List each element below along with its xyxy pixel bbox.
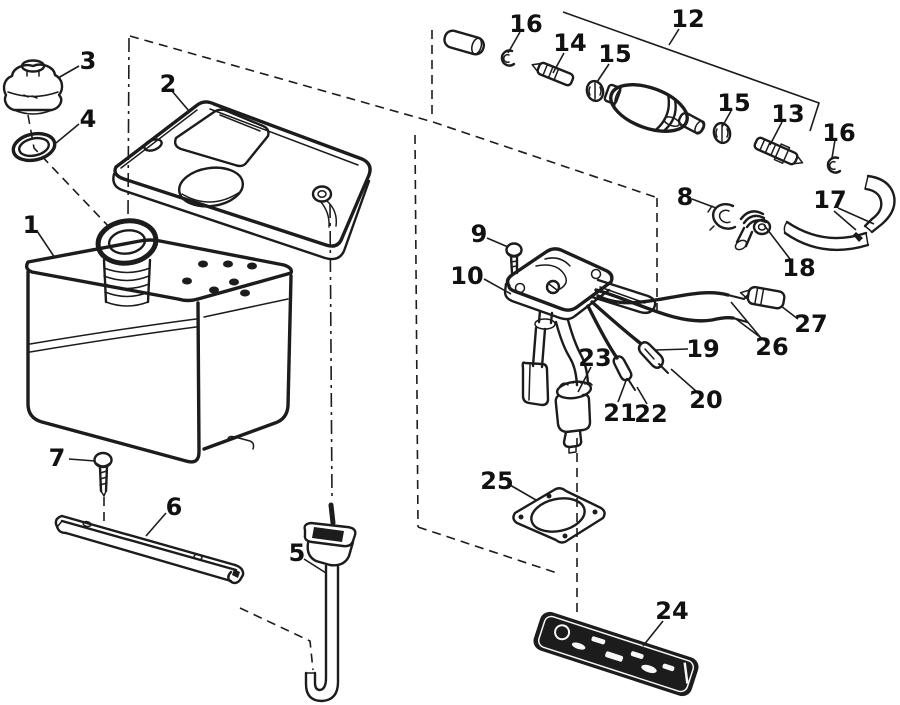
callout-9: 9: [471, 220, 488, 248]
callout-26: 26: [755, 333, 788, 361]
callout-23: 23: [578, 344, 611, 372]
fitting-14: [531, 61, 575, 87]
callout-21: 21: [603, 399, 636, 427]
callout-27: 27: [794, 310, 827, 338]
callout-15a: 15: [598, 40, 631, 68]
hoses: [783, 174, 896, 252]
sender-screw: [505, 242, 523, 275]
elbow-connector: [734, 210, 772, 251]
base-plate-decal: [533, 611, 699, 697]
pickup-tube: [303, 502, 357, 703]
callout-13: 13: [771, 100, 804, 128]
primer-bulb: [603, 83, 689, 133]
callout-10: 10: [450, 262, 483, 290]
retainer-clip-16b: [826, 156, 842, 174]
callout-17: 17: [813, 186, 846, 214]
callout-15b: 15: [717, 89, 750, 117]
callout-8: 8: [677, 183, 694, 211]
callout-6: 6: [166, 493, 183, 521]
cover-grommet-ring: [311, 185, 333, 203]
oil-tank: [24, 218, 294, 464]
callout-18: 18: [782, 254, 815, 282]
callout-12: 12: [671, 5, 704, 33]
mounting-bracket: [54, 514, 245, 585]
callout-16b: 16: [822, 119, 855, 147]
construction-lines: [27, 30, 659, 671]
retainer-clip-16a: [500, 49, 516, 67]
tank-cover: [112, 100, 372, 261]
callout-14: 14: [553, 29, 586, 57]
tank-filler-neck: [95, 218, 159, 307]
callout-19: 19: [686, 335, 719, 363]
callout-22: 22: [634, 400, 667, 428]
grommet-15a: [585, 79, 605, 103]
fuel-cap: [2, 59, 64, 115]
callout-1: 1: [23, 211, 40, 239]
bracket-screw: [93, 451, 113, 497]
callout-5: 5: [289, 539, 306, 567]
fitting-13: [753, 136, 804, 166]
oil-pump-sender: [503, 242, 749, 454]
sender-handle: [590, 278, 657, 315]
callout-20: 20: [689, 386, 722, 414]
bulb-outlet: [677, 111, 706, 135]
callout-numbers: 1 2 3 4 5 6 7 8 9 10 12 13 14 15 15 16 1…: [23, 5, 856, 625]
callout-24: 24: [655, 597, 688, 625]
fuel-line-sleeve: [443, 29, 486, 56]
primer-bulb-assembly: [443, 29, 842, 174]
wire-sleeve: [612, 355, 633, 382]
sender-wires: [586, 288, 749, 391]
pickup-filter: [554, 380, 593, 454]
pump-gasket: [512, 487, 606, 544]
callout-4: 4: [80, 105, 97, 133]
callout-16a: 16: [509, 10, 542, 38]
connector-27: [739, 285, 786, 310]
hose-clamp: [707, 203, 737, 231]
callout-7: 7: [49, 444, 66, 472]
callout-2: 2: [160, 70, 177, 98]
callout-3: 3: [80, 47, 97, 75]
leader-lines: [36, 11, 875, 647]
cap-gasket-ring: [11, 131, 57, 163]
callout-25: 25: [480, 467, 513, 495]
grommet-15b: [712, 121, 732, 145]
